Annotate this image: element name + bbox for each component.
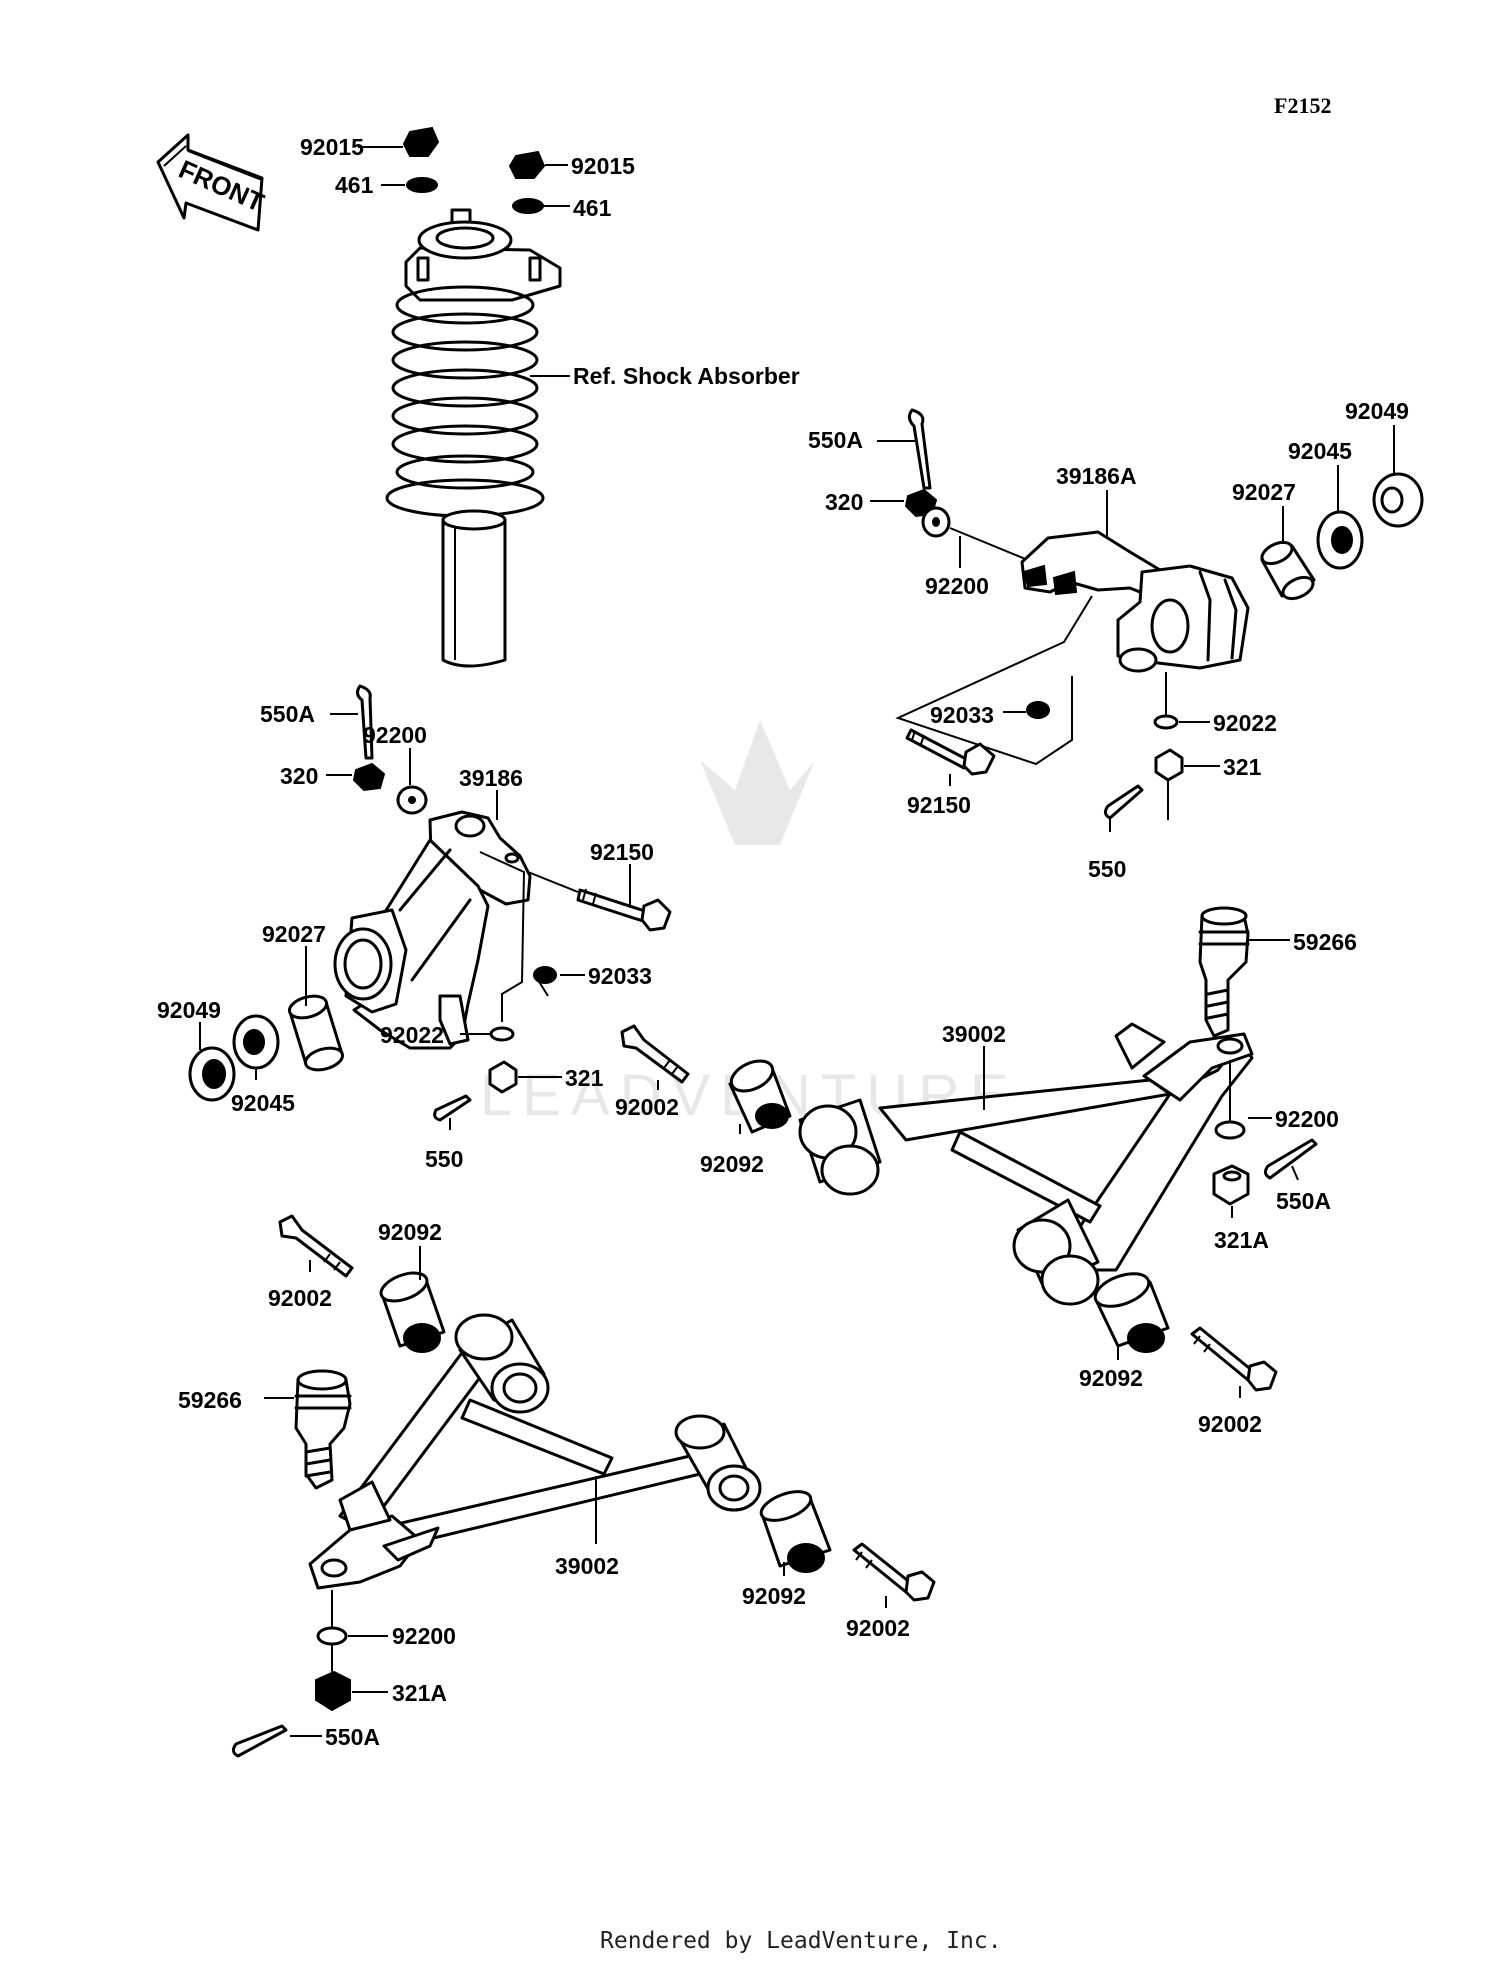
callout-upper-92200: 92200 bbox=[1275, 1106, 1339, 1132]
footer-credit: Rendered by LeadVenture, Inc. bbox=[600, 1928, 1002, 1954]
callout-92015-right: 92015 bbox=[571, 153, 635, 179]
callout-rh-92033: 92033 bbox=[930, 702, 994, 728]
callout-rh-92150: 92150 bbox=[907, 792, 971, 818]
callout-lh-321: 321 bbox=[565, 1065, 604, 1091]
callout-rh-92045: 92045 bbox=[1288, 438, 1352, 464]
shock-absorber bbox=[385, 126, 562, 668]
callout-lower-550a: 550A bbox=[325, 1724, 380, 1750]
callout-lower-59266: 59266 bbox=[178, 1387, 242, 1413]
callout-lower-92092-right: 92092 bbox=[742, 1583, 806, 1609]
callout-upper-321a: 321A bbox=[1214, 1227, 1269, 1253]
callout-lh-92022: 92022 bbox=[380, 1022, 444, 1048]
callout-lower-92200: 92200 bbox=[392, 1623, 456, 1649]
callout-lh-550a: 550A bbox=[260, 701, 315, 727]
callout-upper-92092-right: 92092 bbox=[1079, 1365, 1143, 1391]
callout-92015-left: 92015 bbox=[300, 134, 364, 160]
callout-lh-92045: 92045 bbox=[231, 1090, 295, 1116]
callout-upper-92092-left: 92092 bbox=[700, 1151, 764, 1177]
callout-upper-92002-right: 92002 bbox=[1198, 1411, 1262, 1437]
callout-lh-550: 550 bbox=[425, 1146, 463, 1172]
callout-upper-39002: 39002 bbox=[942, 1021, 1006, 1047]
callout-lh-92150: 92150 bbox=[590, 839, 654, 865]
front-arrow-icon: FRONT bbox=[156, 133, 269, 232]
callout-upper-59266: 59266 bbox=[1293, 929, 1357, 955]
callout-rh-320: 320 bbox=[825, 489, 863, 515]
callout-461-right: 461 bbox=[573, 195, 612, 221]
upper-a-arm-assembly bbox=[620, 906, 1318, 1392]
callout-rh-39186a: 39186A bbox=[1056, 463, 1137, 489]
callout-lh-92200: 92200 bbox=[363, 722, 427, 748]
callout-rh-92200: 92200 bbox=[925, 573, 989, 599]
callout-lh-320: 320 bbox=[280, 763, 318, 789]
callout-rh-550a: 550A bbox=[808, 427, 863, 453]
callout-rh-92049: 92049 bbox=[1345, 398, 1409, 424]
rh-knuckle-assembly bbox=[895, 408, 1424, 832]
callout-lower-92002-right: 92002 bbox=[846, 1615, 910, 1641]
callout-lh-39186: 39186 bbox=[459, 765, 523, 791]
callout-rh-321: 321 bbox=[1223, 754, 1262, 780]
callout-461-left: 461 bbox=[335, 172, 374, 198]
callout-lower-92092-top: 92092 bbox=[378, 1219, 442, 1245]
callout-shock-ref: Ref. Shock Absorber bbox=[573, 363, 800, 389]
callout-lower-92002-top: 92002 bbox=[268, 1285, 332, 1311]
callout-lower-39002: 39002 bbox=[555, 1553, 619, 1579]
callout-rh-550: 550 bbox=[1088, 856, 1126, 882]
callout-upper-92002: 92002 bbox=[615, 1094, 679, 1120]
callout-lh-92049: 92049 bbox=[157, 997, 221, 1023]
callout-lh-92027: 92027 bbox=[262, 921, 326, 947]
lh-knuckle-assembly bbox=[188, 684, 672, 1122]
lower-a-arm-assembly bbox=[231, 1214, 936, 1758]
callout-lower-321a: 321A bbox=[392, 1680, 447, 1706]
callout-lh-92033: 92033 bbox=[588, 963, 652, 989]
callout-rh-92022: 92022 bbox=[1213, 710, 1277, 736]
figure-code: F2152 bbox=[1274, 93, 1331, 118]
callout-upper-550a: 550A bbox=[1276, 1188, 1331, 1214]
callout-rh-92027: 92027 bbox=[1232, 479, 1296, 505]
